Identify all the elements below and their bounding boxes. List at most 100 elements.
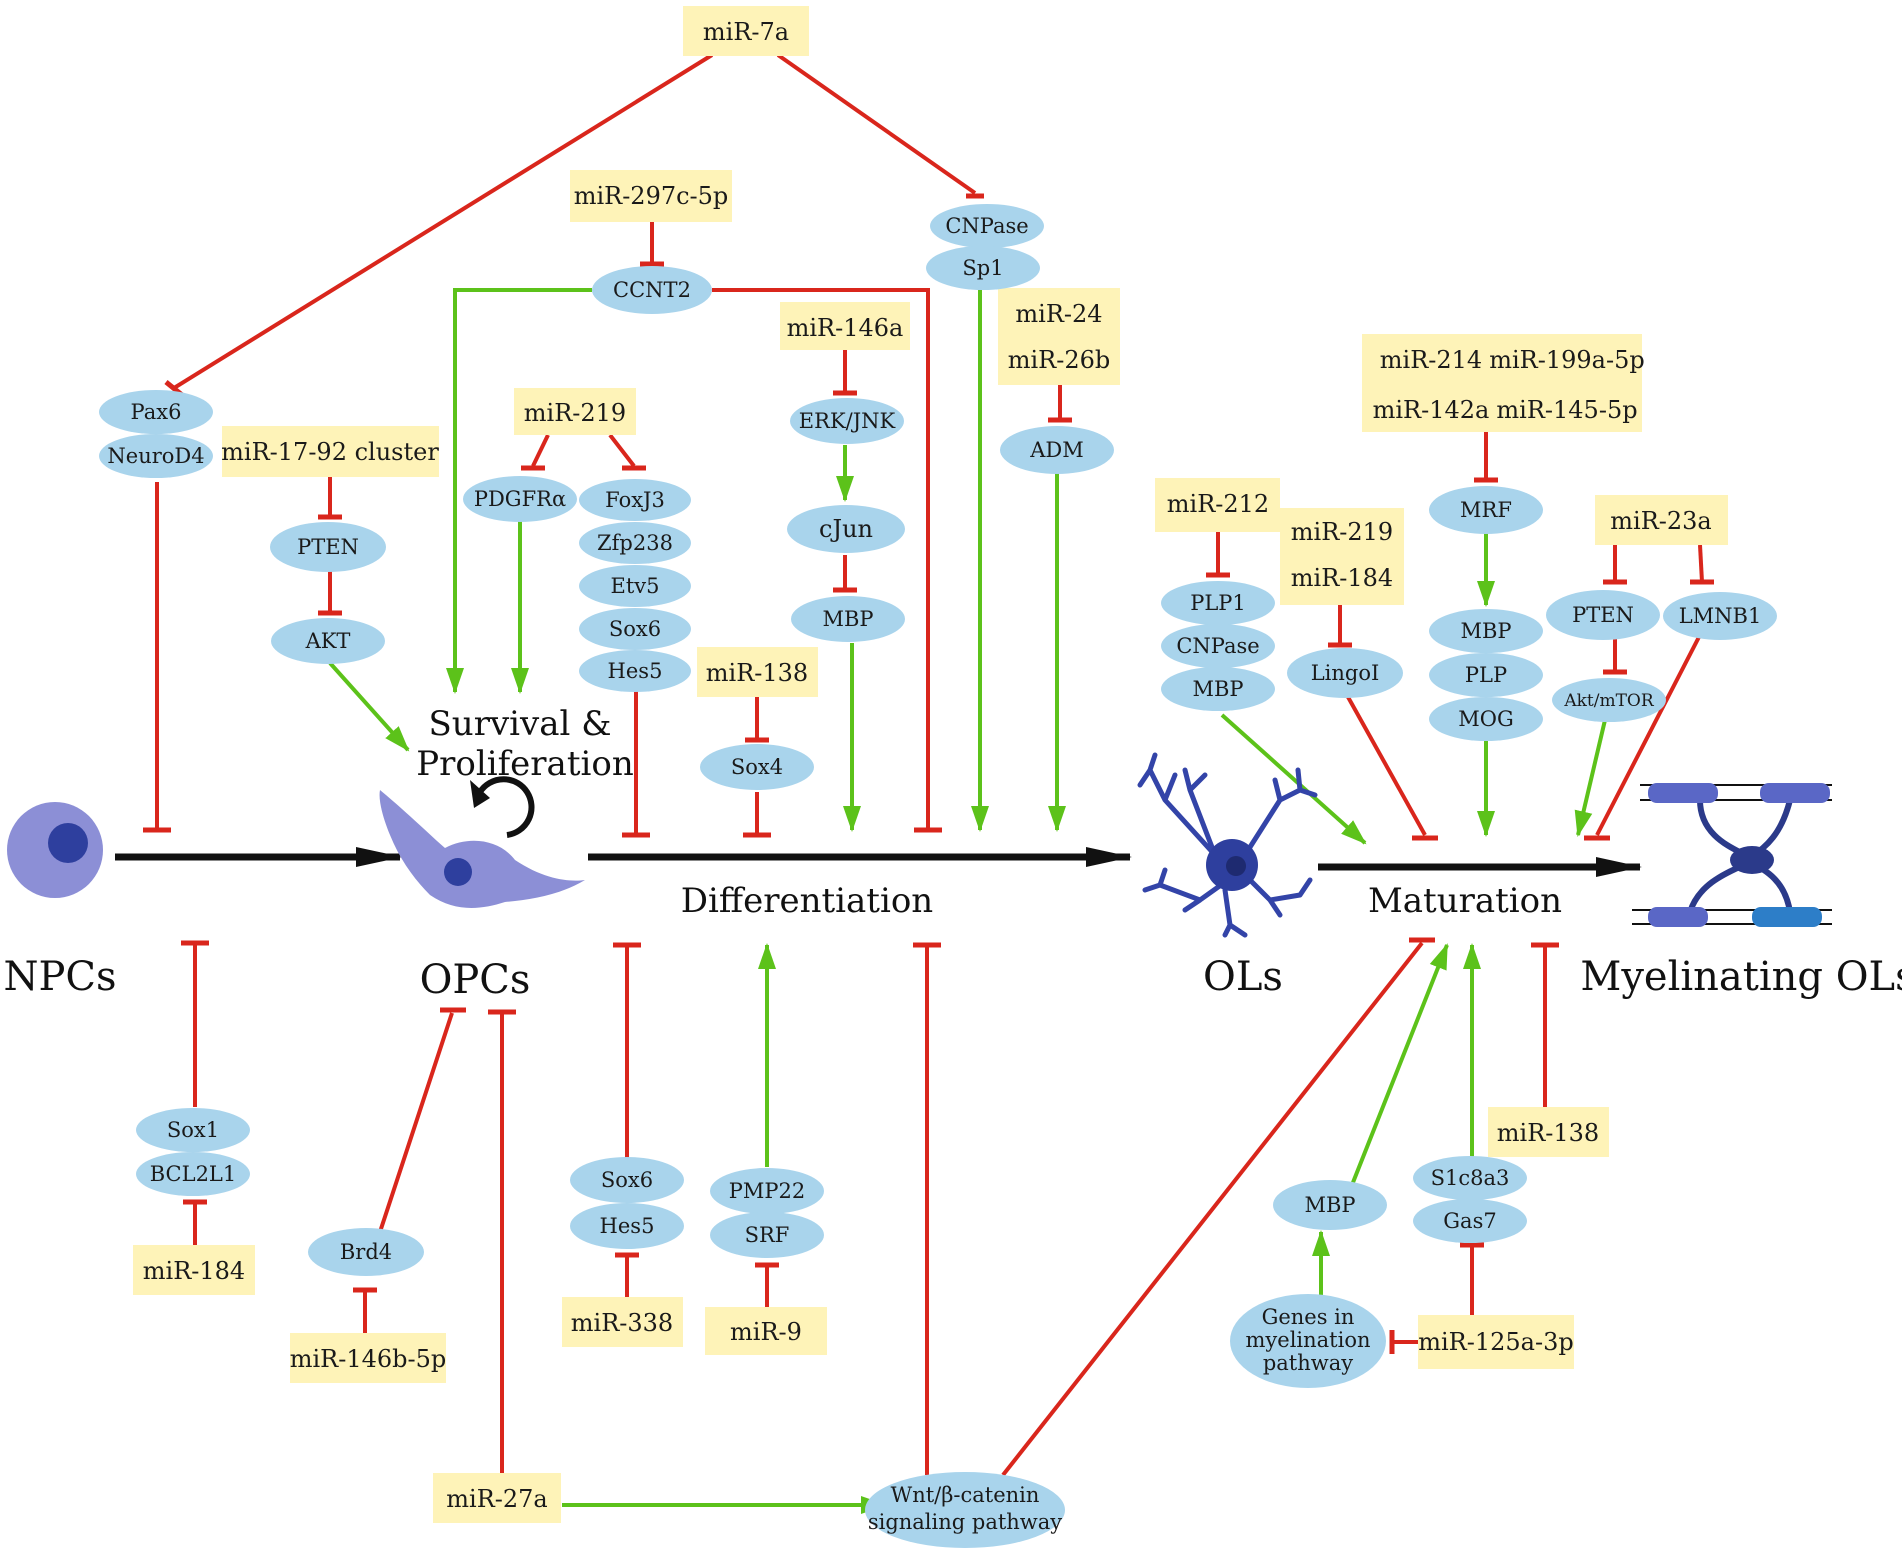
svg-text:miR-125a-3p: miR-125a-3p: [1418, 1328, 1573, 1356]
svg-text:Sox6: Sox6: [609, 617, 661, 641]
gene-lingo1: LingoI: [1287, 648, 1403, 698]
svg-text:Sox4: Sox4: [731, 755, 783, 779]
mirna-mir-338: miR-338: [562, 1297, 683, 1347]
myelinating-ol-icon: [1632, 783, 1832, 927]
svg-text:MRF: MRF: [1460, 498, 1512, 522]
npc-cell-icon: [7, 802, 103, 898]
gene-pdgfra: PDGFRα: [463, 476, 577, 522]
mirna-mir-219-top: miR-219: [514, 388, 636, 435]
label-survival: Survival &: [429, 704, 612, 744]
gene-cnpase-mat: CNPase: [1161, 624, 1275, 668]
stage-labels: NPCs OPCs OLs Myelinating OLs Survival &…: [3, 704, 1902, 1003]
svg-text:PDGFRα: PDGFRα: [474, 487, 566, 511]
label-opcs: OPCs: [420, 957, 531, 1003]
gene-bcl2l1: BCL2L1: [136, 1152, 250, 1196]
gene-mbp-diff: MBP: [791, 596, 905, 642]
svg-text:Sox6: Sox6: [601, 1168, 653, 1192]
svg-text:miR-338: miR-338: [571, 1309, 673, 1337]
label-proliferation: Proliferation: [416, 744, 633, 784]
svg-text:Genes in: Genes in: [1262, 1305, 1355, 1329]
gene-mbp-mat: MBP: [1429, 609, 1543, 653]
svg-text:Sp1: Sp1: [962, 256, 1003, 280]
gene-s1c8a3: S1c8a3: [1413, 1156, 1527, 1200]
label-maturation: Maturation: [1368, 881, 1562, 921]
svg-text:MOG: MOG: [1458, 707, 1514, 731]
gene-wnt-pathway: Wnt/β-catenin signaling pathway: [865, 1472, 1065, 1548]
svg-text:miR-212: miR-212: [1167, 490, 1269, 518]
svg-text:miR-17-92 cluster: miR-17-92 cluster: [221, 438, 439, 466]
svg-text:ADM: ADM: [1029, 438, 1084, 462]
svg-text:Etv5: Etv5: [611, 574, 660, 598]
svg-text:miR-27a: miR-27a: [446, 1485, 547, 1513]
svg-text:miR-145-5p: miR-145-5p: [1496, 396, 1637, 424]
gene-plp1: PLP1: [1161, 581, 1275, 625]
gene-cjun: cJun: [787, 505, 905, 553]
svg-text:CNPase: CNPase: [1176, 634, 1259, 658]
svg-text:LingoI: LingoI: [1311, 661, 1380, 685]
gene-etv5: Etv5: [579, 565, 691, 607]
gene-mbp-ol: MBP: [1161, 667, 1275, 711]
gene-erk-jnk: ERK/JNK: [790, 398, 904, 444]
mirna-boxes: miR-7a miR-297c-5p miR-24 miR-26b miR-14…: [133, 6, 1728, 1523]
mirna-mir-297c-5p: miR-297c-5p: [570, 170, 732, 222]
label-myelinating-ols: Myelinating OLs: [1580, 954, 1902, 1000]
svg-text:miR-138: miR-138: [1497, 1119, 1599, 1147]
svg-text:miR-24: miR-24: [1015, 300, 1102, 328]
ol-cell-icon: [1137, 752, 1318, 938]
gene-hes5-top: Hes5: [579, 650, 691, 692]
gene-pax6: Pax6: [99, 390, 213, 434]
gene-nodes: CNPase Sp1 CCNT2 Pax6 NeuroD4 PTEN AKT P…: [99, 204, 1777, 1548]
gene-adm: ADM: [1000, 426, 1114, 474]
svg-text:pathway: pathway: [1263, 1351, 1353, 1375]
svg-text:miR-23a: miR-23a: [1610, 507, 1711, 535]
svg-text:miR-146a: miR-146a: [787, 314, 904, 342]
label-npcs: NPCs: [3, 954, 116, 1000]
svg-text:MBP: MBP: [1192, 677, 1243, 701]
mirna-mir-138-mat: miR-138: [1488, 1107, 1609, 1157]
mirna-mir-17-92-cluster: miR-17-92 cluster: [221, 426, 439, 477]
svg-text:ERK/JNK: ERK/JNK: [799, 409, 896, 433]
svg-text:miR-7a: miR-7a: [703, 18, 789, 46]
gene-sox4: Sox4: [700, 744, 814, 790]
svg-text:miR-219: miR-219: [524, 399, 626, 427]
svg-text:MBP: MBP: [1460, 619, 1511, 643]
mirna-mir-9: miR-9: [705, 1307, 827, 1355]
connector-lines: [115, 53, 1714, 1514]
svg-text:miR-26b: miR-26b: [1008, 346, 1111, 374]
gene-sox6-top: Sox6: [579, 608, 691, 650]
gene-mbp-bottom: MBP: [1273, 1180, 1387, 1230]
svg-text:Akt/mTOR: Akt/mTOR: [1563, 691, 1655, 711]
svg-text:AKT: AKT: [305, 629, 351, 653]
svg-text:signaling pathway: signaling pathway: [868, 1510, 1062, 1534]
svg-text:Zfp238: Zfp238: [597, 531, 673, 555]
gene-foxj3: FoxJ3: [579, 479, 691, 521]
mirna-mir-27a: miR-27a: [433, 1473, 561, 1523]
svg-text:SRF: SRF: [745, 1223, 790, 1247]
gene-sox6-bottom: Sox6: [570, 1157, 684, 1203]
svg-text:miR-146b-5p: miR-146b-5p: [290, 1345, 447, 1373]
mirna-mir-184-bottom: miR-184: [133, 1245, 255, 1295]
gene-gas7: Gas7: [1413, 1199, 1527, 1243]
mirna-mir-125a-3p: miR-125a-3p: [1418, 1315, 1574, 1369]
opc-cell-icon: [379, 776, 585, 908]
gene-neurod4: NeuroD4: [99, 434, 213, 478]
svg-text:miR-297c-5p: miR-297c-5p: [574, 182, 729, 210]
svg-text:PLP: PLP: [1465, 663, 1507, 687]
svg-text:LMNB1: LMNB1: [1679, 604, 1762, 628]
mirna-mir-146a: miR-146a: [780, 302, 910, 350]
svg-text:myelination: myelination: [1245, 1328, 1370, 1352]
svg-text:cJun: cJun: [819, 515, 873, 543]
gene-pmp22: PMP22: [710, 1168, 824, 1214]
gene-ccnt2: CCNT2: [592, 266, 712, 314]
mirna-mir-23a: miR-23a: [1595, 495, 1728, 545]
gene-sp1: Sp1: [926, 246, 1040, 290]
svg-text:miR-184: miR-184: [143, 1257, 245, 1285]
svg-text:Sox1: Sox1: [167, 1118, 219, 1142]
gene-akt: AKT: [271, 618, 385, 664]
gene-pten-right: PTEN: [1546, 590, 1660, 640]
gene-cnpase-top: CNPase: [930, 204, 1044, 248]
svg-text:miR-214: miR-214: [1380, 346, 1482, 374]
svg-text:S1c8a3: S1c8a3: [1431, 1166, 1510, 1190]
